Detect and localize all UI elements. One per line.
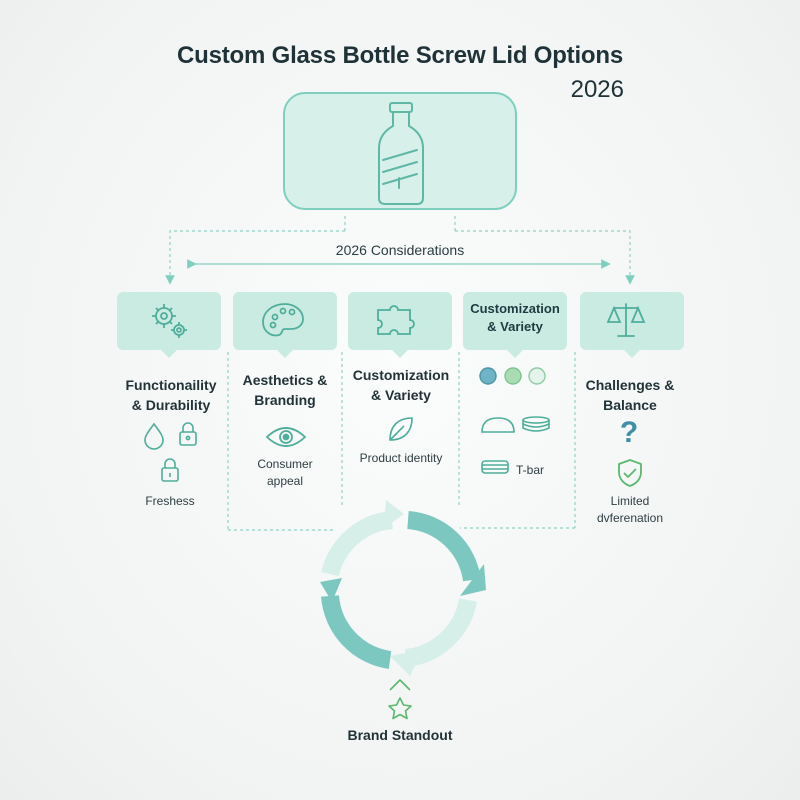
color-dot-blue bbox=[479, 367, 497, 385]
color-dot-green bbox=[504, 367, 522, 385]
lid-variety-icons bbox=[479, 367, 550, 474]
bottle-card bbox=[283, 92, 517, 210]
leaf-icon bbox=[389, 417, 413, 441]
consumer-appeal-label: Consumer appeal bbox=[257, 457, 313, 488]
freshness-label: Freshess bbox=[145, 494, 195, 508]
bottle-icon bbox=[378, 102, 424, 205]
dome-lid-icon bbox=[481, 417, 515, 433]
page-year: 2026 bbox=[570, 76, 624, 103]
page-title: Custom Glass Bottle Screw Lid Options bbox=[177, 42, 623, 69]
category-tab-customization bbox=[348, 292, 452, 358]
limited-differentiation-label: Limited dvferenation bbox=[596, 494, 664, 525]
considerations-label: 2026 Considerations bbox=[335, 242, 465, 258]
category-tab-variety-label: Customization & Variety bbox=[470, 301, 560, 334]
cycle-arrows bbox=[320, 500, 486, 676]
category-tab-aesthetics bbox=[233, 292, 337, 358]
gears-icon bbox=[152, 304, 187, 338]
outcome-label: Brand Standout bbox=[347, 727, 453, 743]
puzzle-icon bbox=[377, 305, 415, 335]
cycle-diagram bbox=[320, 500, 486, 676]
column-label-challenges: Challenges & Balance bbox=[585, 377, 675, 413]
category-tab-challenges bbox=[580, 292, 684, 358]
category-tab-variety: Customization & Variety bbox=[463, 292, 567, 358]
palette-icon bbox=[262, 303, 304, 337]
droplet-icon bbox=[144, 422, 164, 450]
column-label-customization: Customization & Variety bbox=[352, 367, 450, 403]
stacked-lid-icon bbox=[522, 416, 550, 432]
eye-icon bbox=[265, 427, 307, 447]
star-icon bbox=[388, 679, 412, 720]
padlock-icon bbox=[161, 458, 179, 482]
freshness-icons bbox=[144, 422, 197, 482]
product-identity-label: Product identity bbox=[359, 451, 443, 465]
question-mark-icon: ? bbox=[619, 416, 639, 449]
shield-check-icon bbox=[618, 459, 642, 487]
padlock-icon bbox=[179, 422, 197, 446]
column-label-functionality: Functionaility & Durability bbox=[125, 377, 217, 413]
column-label-aesthetics: Aesthetics & Branding bbox=[242, 372, 328, 408]
scales-icon bbox=[606, 303, 646, 337]
category-tab-functionality bbox=[117, 292, 221, 358]
t-bar-label: T-bar bbox=[516, 463, 545, 477]
color-dot-light bbox=[528, 367, 546, 385]
t-bar-lid-icon bbox=[481, 460, 509, 474]
